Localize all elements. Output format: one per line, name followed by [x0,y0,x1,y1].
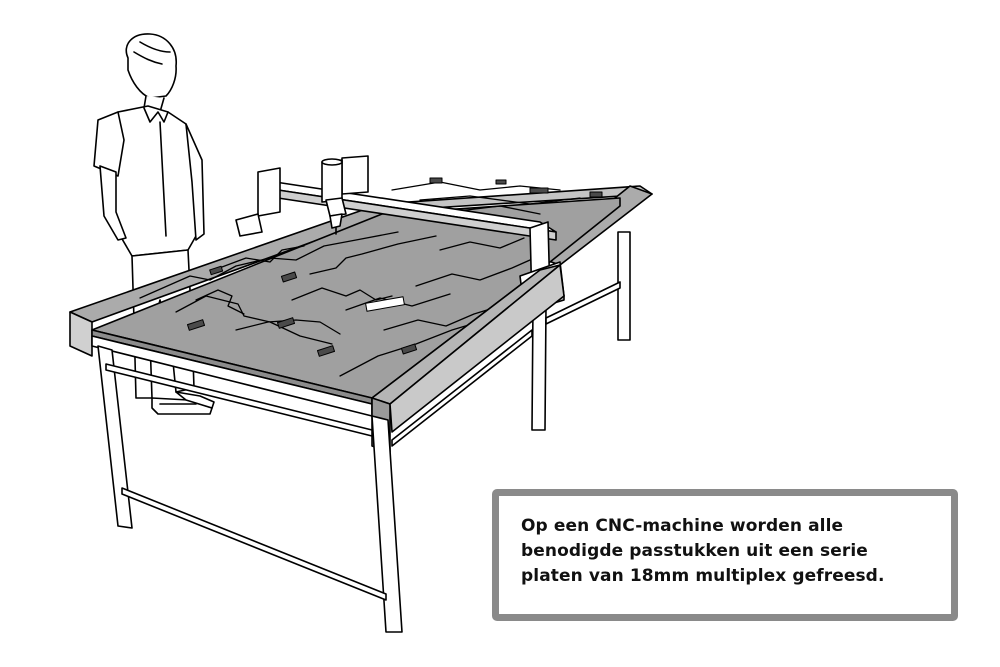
caption-text: Op een CNC-machine worden alle benodigde… [521,516,885,586]
caption-box: Op een CNC-machine worden alle benodigde… [492,489,958,621]
front-legs [97,281,621,633]
cut-slots [186,177,603,357]
back-legs [531,231,631,431]
cut-parts [139,181,581,377]
spindle [321,155,369,235]
